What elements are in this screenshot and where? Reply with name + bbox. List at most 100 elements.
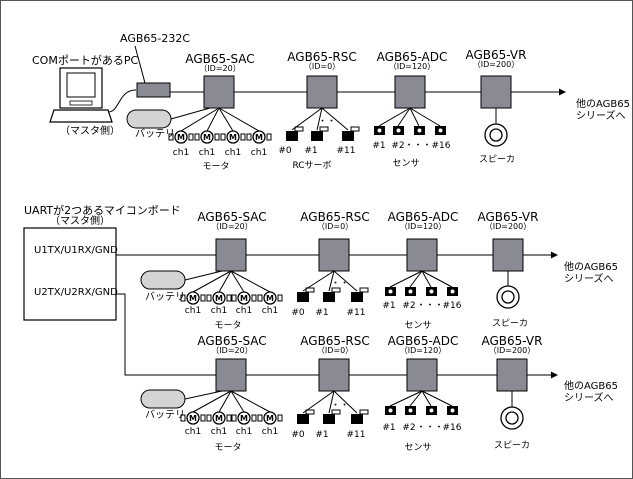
battery-wire [184,390,223,400]
servo-channel-label: #11 [346,430,366,440]
motor-terminal [188,133,194,141]
servo-icon [351,292,363,302]
sensor-channel-label: #2 [402,423,416,433]
sensor-wire [421,390,453,407]
motor-terminal [226,294,232,302]
arrow-head [559,88,566,96]
uart2-port-label: U2TX/U2RX/GND [34,287,118,298]
sensor-eye [388,408,393,413]
speaker-cone [505,411,519,425]
motor-channel-label: ch1 [235,427,253,437]
motor-terminal [231,414,237,422]
motor-terminal [180,414,186,422]
motor-terminal [226,414,232,422]
motor-wire [230,270,271,293]
servo-dots: ・・ [317,117,337,127]
vr-title: AGB65-VR [481,334,543,348]
uart1-port-label: U1TX/U1RX/GND [34,245,118,256]
motor-channel-label: ch1 [261,306,279,316]
sensor-ellipsis: ・・・ [416,423,444,433]
motor-terminal [168,133,174,141]
motor-symbol: M [215,414,223,423]
servo-horn [294,126,304,132]
servo-wire [328,270,335,292]
motor-wire [218,107,260,132]
other-series-line1: 他のAGB65 [564,381,618,392]
pc-master-label: （マスタ側） [60,126,120,137]
servo-wire [316,107,323,131]
other-series-line1: 他のAGB65 [564,262,618,273]
battery-icon [126,109,172,129]
servo-icon [297,414,309,424]
speaker-label: スピーカ [493,441,531,451]
speaker-cone [501,290,515,304]
adc-title: AGB65-ADC [376,50,448,64]
vr-module-box [480,75,512,109]
sensor-wire [409,390,423,407]
vr-module-box [496,358,528,392]
motor-channel-label: ch1 [210,427,228,437]
motor-terminal [277,294,283,302]
servo-icon [323,292,335,302]
battery-label: バッテリ [135,129,175,140]
rsc-title: AGB65-RSC [287,50,357,64]
motor-terminal [180,294,186,302]
mcu-master-label: （マスタ側） [50,216,110,227]
servo-channel-label: #1 [315,308,329,318]
motor-terminal [240,133,246,141]
motor-channel-label: ch1 [172,148,190,158]
sensor-channel-label: #1 [372,141,386,151]
rsc-module-box [318,238,350,272]
motor-terminal [214,133,220,141]
motor-label: モータ [214,443,242,453]
sensor-eye [408,408,413,413]
arrow-head [551,371,558,379]
vr-id: （ID=200） [484,222,532,231]
servo-channel-label: #0 [278,146,292,156]
sensor-eye [450,289,455,294]
adapter-label-leader [134,45,146,84]
rsc-title: AGB65-RSC [300,210,370,224]
sensor-wire [421,390,432,407]
sensor-channel-label: #16 [442,301,462,311]
sensor-ellipsis: ・・・ [416,301,444,311]
rsc-title: AGB65-RSC [300,334,370,348]
motor-channel-label: ch1 [184,427,202,437]
sensor-wire [409,107,420,127]
motor-wire [218,107,234,132]
motor-channel-label: ch1 [184,306,202,316]
motor-terminal [231,294,237,302]
servo-wire [302,270,335,292]
sensor-channel-label: #16 [442,423,462,433]
servo-channel-label: #0 [291,430,305,440]
rsc-module-box [318,358,350,392]
motor-symbol: M [189,294,197,303]
servo-channel-label: #11 [336,146,356,156]
motor-terminal [257,294,263,302]
speaker-label: スピーカ [491,319,529,329]
sac-title: AGB65-SAC [185,52,255,66]
sac-title: AGB65-SAC [197,210,267,224]
speaker-cone [489,128,503,142]
servo-horn [359,287,369,293]
motor-channel-label: ch1 [210,306,228,316]
battery-wire [184,270,223,281]
battery-label: バッテリ [145,410,185,421]
adc-module-box [406,358,438,392]
rsc-id: （ID=0） [316,346,354,355]
motor-channel-label: ch1 [235,306,253,316]
pc-drive-slot [69,100,93,106]
servo-wire [291,107,323,131]
servo-icon [351,414,363,424]
pc-screen [66,72,96,98]
sensor-wire [378,107,411,127]
battery-icon [140,270,186,290]
servo-wire [321,107,349,131]
motor-terminal [266,133,272,141]
adapter-label: AGB65-232C [120,32,191,45]
sensor-eye [450,408,455,413]
motor-wire [192,390,232,413]
sensor-eye [408,289,413,294]
sensor-channel-label: #1 [382,301,396,311]
